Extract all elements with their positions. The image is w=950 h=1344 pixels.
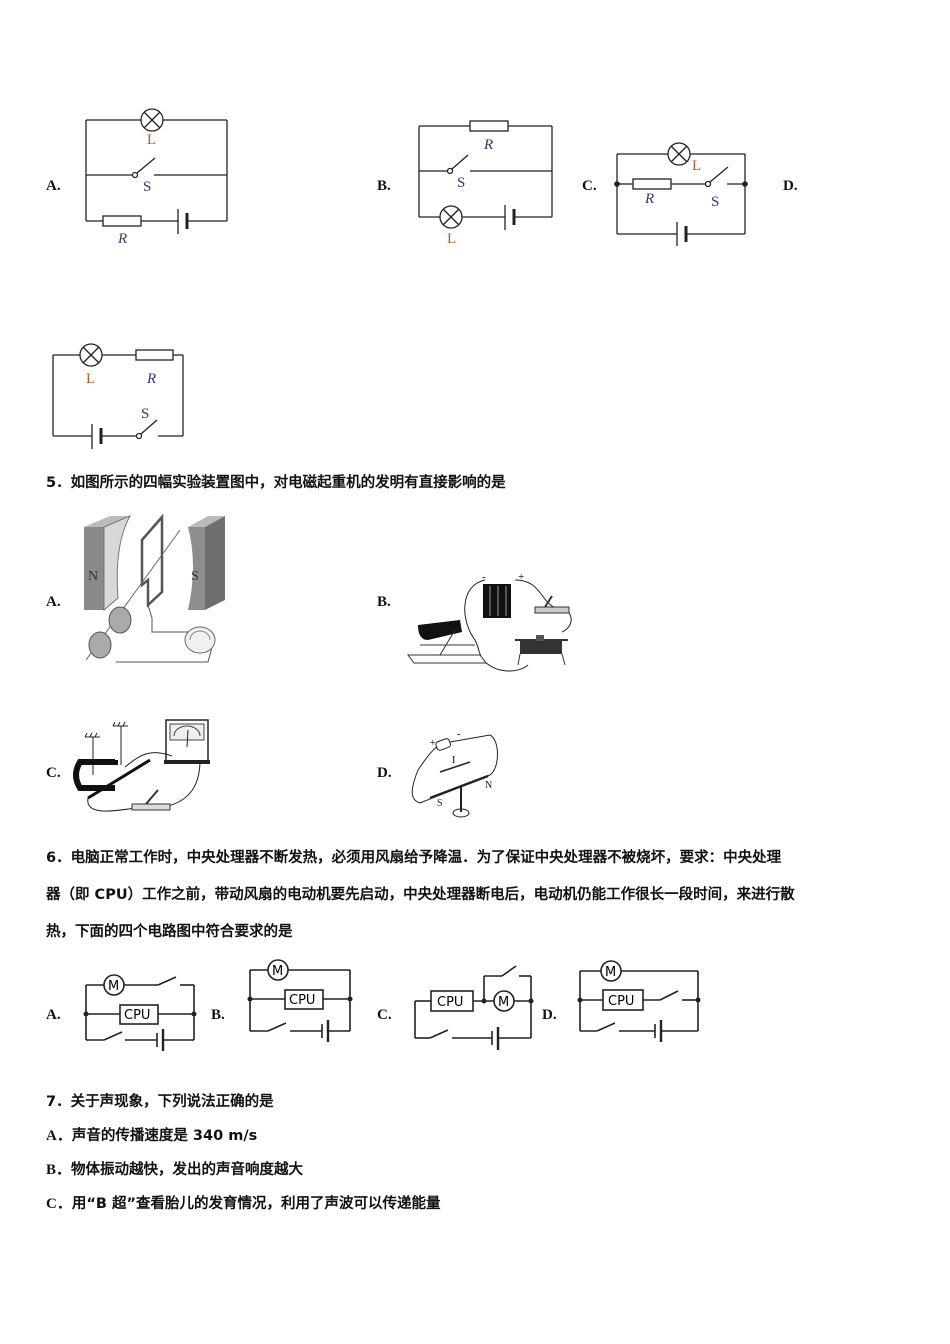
q6-option-a-label: A. — [46, 1007, 61, 1023]
svg-text:CPU: CPU — [124, 1008, 150, 1023]
q6-option-c-label: C. — [377, 1007, 392, 1023]
svg-text:-: - — [457, 729, 460, 740]
svg-text:CPU: CPU — [608, 994, 634, 1009]
svg-text:CPU: CPU — [289, 993, 315, 1008]
q5-option-d-label: D. — [377, 765, 392, 781]
q4-option-a-label: A. — [46, 178, 61, 194]
svg-text:L: L — [447, 231, 456, 247]
q6-question-line-3: 热，下面的四个电路图中符合要求的是 — [46, 924, 293, 940]
q4-option-d-label: D. — [783, 178, 798, 194]
svg-text:L: L — [86, 371, 95, 387]
q4-option-b-label: B. — [377, 178, 391, 194]
q5-option-c-label: C. — [46, 765, 61, 781]
q6-option-d-label: D. — [542, 1007, 557, 1023]
q6-question-line-2: 器（即 CPU）工作之前，带动风扇的电动机要先启动，中央处理器断电后，电动机仍能… — [46, 887, 795, 903]
q7-option-b: B．物体振动越快，发出的声音响度越大 — [46, 1158, 303, 1179]
q7-option-a: A．声音的传播速度是 340 m/s — [46, 1124, 257, 1145]
q7-option-c-label: C． — [46, 1196, 72, 1212]
q6-question-line-1: 6．电脑正常工作时，中央处理器不断发热，必须用风扇给予降温．为了保证中央处理器不… — [46, 850, 782, 866]
svg-text:-: - — [482, 571, 486, 583]
switch-label: S — [143, 179, 151, 195]
svg-text:+: + — [430, 738, 436, 749]
svg-text:S: S — [141, 406, 149, 422]
resistor-label: R — [117, 231, 127, 247]
q5-question: 5．如图所示的四幅实验装置图中，对电磁起重机的发明有直接影响的是 — [46, 475, 506, 491]
svg-text:S: S — [191, 569, 199, 584]
svg-text:M: M — [498, 995, 509, 1010]
svg-text:N: N — [485, 780, 492, 791]
svg-text:N: N — [88, 569, 98, 584]
q6-question: 6．电脑正常工作时，中央处理器不断发热，必须用风扇给予降温．为了保证中央处理器不… — [46, 840, 916, 951]
svg-text:M: M — [605, 965, 616, 980]
q7-option-a-label: A． — [46, 1128, 72, 1144]
svg-text:R: R — [483, 137, 493, 153]
q5-option-a-label: A. — [46, 594, 61, 610]
svg-text:M: M — [272, 964, 283, 979]
q4-option-c-label: C. — [582, 178, 597, 194]
svg-text:L: L — [692, 158, 701, 174]
q7-option-b-label: B． — [46, 1162, 72, 1178]
svg-text:M: M — [108, 979, 119, 994]
q7-option-c-text: 用“B 超”查看胎儿的发育情况，利用了声波可以传递能量 — [71, 1196, 441, 1212]
q6-option-b-label: B. — [211, 1007, 225, 1023]
q5-option-b-label: B. — [377, 594, 391, 610]
svg-text:S: S — [711, 194, 719, 210]
lamp-label: L — [147, 132, 156, 148]
q7-option-b-text: 物体振动越快，发出的声音响度越大 — [71, 1162, 304, 1178]
svg-text:CPU: CPU — [437, 995, 463, 1010]
q7-option-c: C．用“B 超”查看胎儿的发育情况，利用了声波可以传递能量 — [46, 1192, 441, 1213]
q7-question: 7．关于声现象，下列说法正确的是 — [46, 1094, 274, 1110]
svg-text:R: R — [146, 371, 156, 387]
svg-text:+: + — [518, 571, 524, 583]
svg-text:R: R — [644, 191, 654, 207]
svg-text:I: I — [452, 755, 455, 766]
svg-text:S: S — [457, 175, 465, 191]
svg-text:S: S — [437, 798, 443, 809]
q7-option-a-text: 声音的传播速度是 340 m/s — [71, 1128, 258, 1144]
